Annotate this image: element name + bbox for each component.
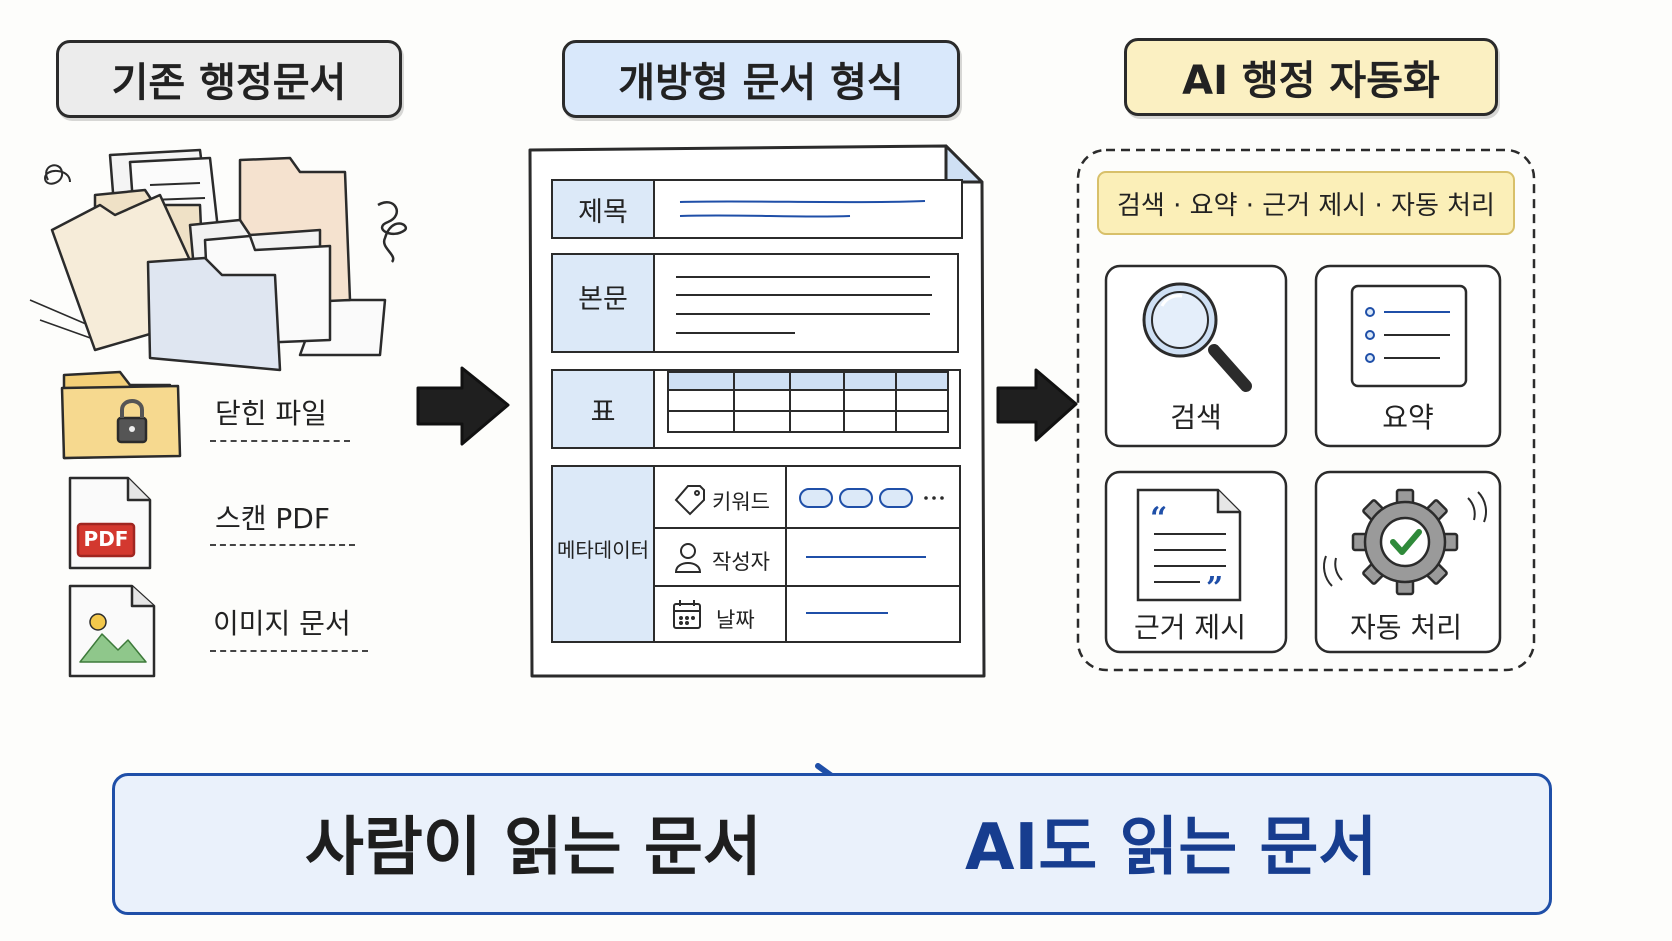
messy-file-pile-icon [29, 148, 408, 372]
ai-automation-header: AI 행정 자동화 [1124, 38, 1498, 116]
summary-list-icon [1350, 284, 1468, 388]
image-doc-label: 이미지 문서 [213, 607, 351, 640]
svg-text:“: “ [1150, 501, 1167, 536]
svg-text:”: ” [1206, 571, 1223, 606]
quote-document-icon: “ ” [1136, 488, 1242, 606]
banner-ai-readable: AI도 읽는 문서 [965, 811, 1378, 885]
body-section-label: 본문 [578, 283, 628, 315]
ai-automation-title: AI 행정 자동화 [1182, 58, 1440, 104]
title-section [551, 179, 963, 239]
scanned-pdf-divider [210, 544, 355, 546]
summary-tile-label: 요약 [1382, 401, 1434, 434]
image-doc-divider [210, 650, 368, 652]
locked-file-divider [210, 440, 350, 442]
locked-file-label: 닫힌 파일 [215, 397, 327, 430]
evidence-tile-label: 근거 제시 [1134, 611, 1246, 644]
metadata-section-label: 메타데이터 [557, 537, 649, 562]
ai-functions-summary: 검색 · 요약 · 근거 제시 · 자동 처리 [1117, 190, 1495, 221]
ai-functions-container [1076, 148, 1536, 672]
date-field-label: 날짜 [716, 608, 755, 632]
image-file-icon [68, 584, 156, 678]
keyword-field-label: 키워드 [712, 490, 770, 514]
arrow-right-icon [416, 366, 510, 446]
open-format-title: 개방형 문서 형식 [618, 60, 904, 106]
table-section-label: 표 [590, 396, 616, 428]
title-section-label: 제목 [578, 196, 628, 228]
calendar-icon [673, 600, 701, 629]
metadata-section [551, 465, 961, 643]
gear-check-icon [1323, 488, 1487, 596]
author-field-label: 작성자 [712, 550, 770, 574]
legacy-docs-title: 기존 행정문서 [111, 60, 347, 106]
table-section [551, 369, 961, 449]
legacy-docs-header: 기존 행정문서 [56, 40, 402, 118]
ai-summary-box [1097, 171, 1515, 235]
search-tile-label: 검색 [1170, 401, 1222, 434]
magnifier-icon [1142, 282, 1252, 392]
auto-process-tile-label: 자동 처리 [1350, 611, 1462, 644]
arrow-right-icon [996, 368, 1078, 442]
open-format-header: 개방형 문서 형식 [562, 40, 960, 118]
person-icon [674, 543, 702, 573]
pdf-badge-label: PDF [83, 527, 129, 551]
body-section [551, 253, 959, 353]
locked-folder-icon [60, 370, 182, 460]
summary-banner [112, 773, 1552, 915]
banner-human-readable: 사람이 읽는 문서 [305, 811, 762, 885]
pdf-file-icon [68, 476, 152, 570]
scanned-pdf-label: 스캔 PDF [215, 502, 330, 535]
tag-icon [674, 485, 705, 516]
